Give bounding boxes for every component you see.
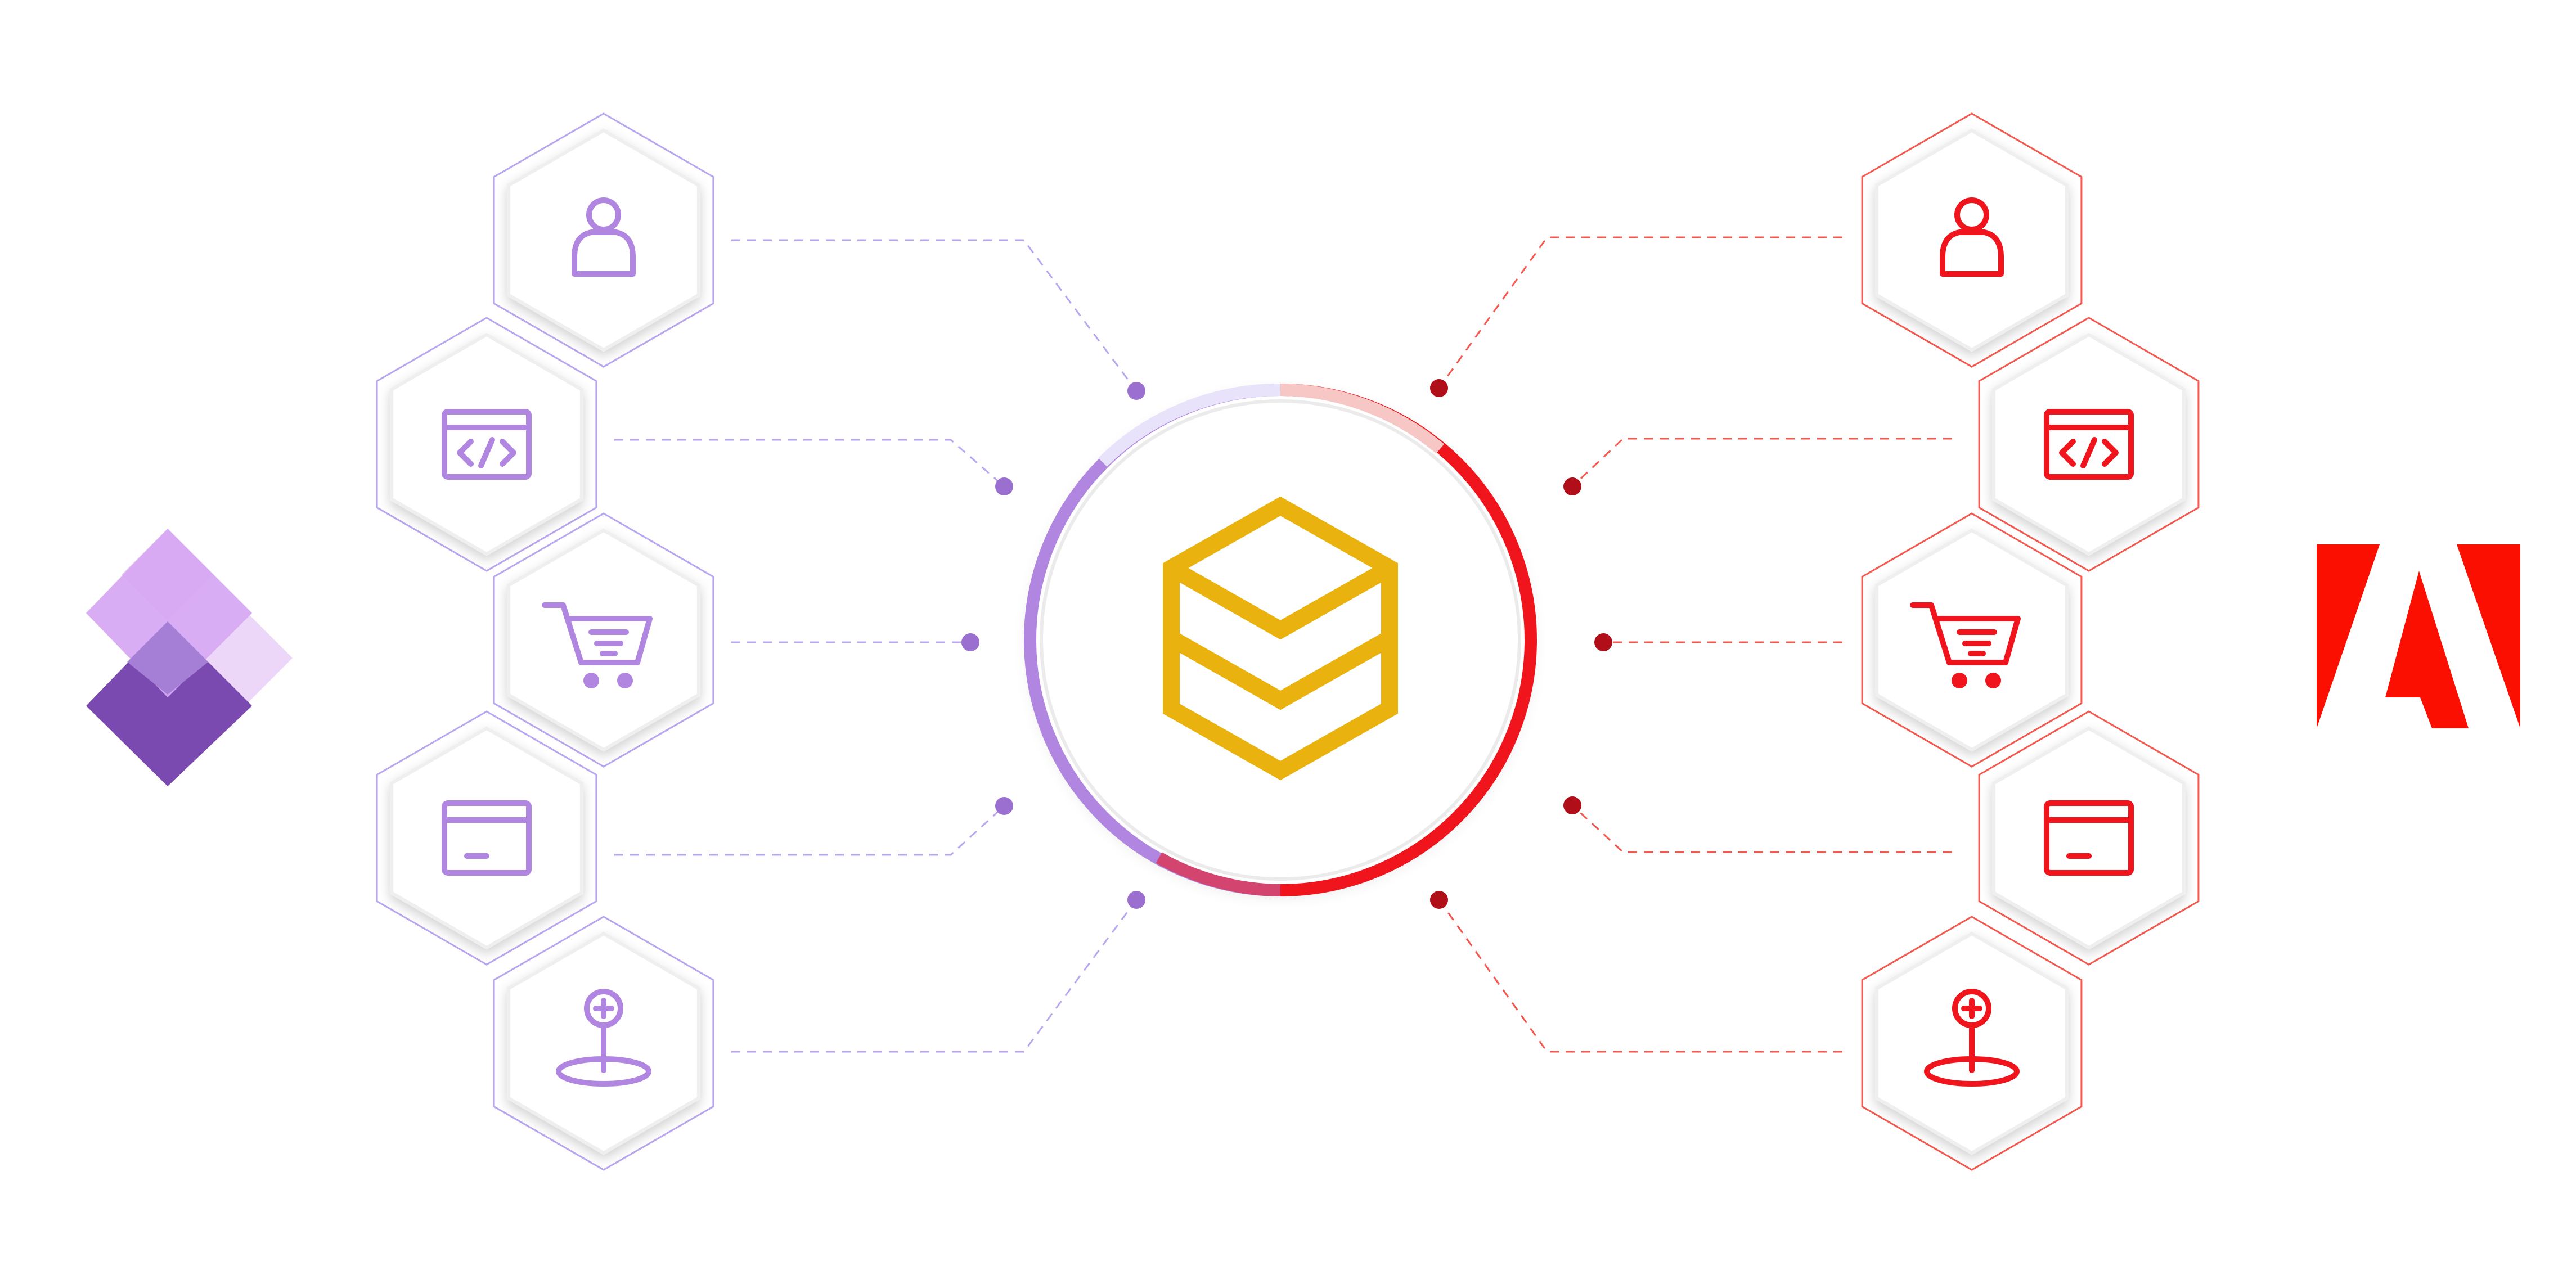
hex-node-cart: [507, 528, 700, 752]
hex-outline: [1978, 710, 2200, 966]
right-connector-line: [1438, 899, 1842, 1053]
window-icon: [442, 800, 532, 876]
power-apps-logo: [86, 529, 293, 786]
left-connector-dot: [1127, 891, 1145, 909]
hex-node-user: [507, 128, 700, 352]
hex-node-window: [1992, 726, 2186, 950]
right-connector-line: [1438, 236, 1842, 389]
hex-tile: [390, 332, 583, 556]
hub-ring-fade-left: [1098, 383, 1281, 467]
right-node-column: [1861, 112, 2200, 1171]
left-connector-dot: [961, 633, 979, 651]
hex-outline: [493, 112, 714, 368]
code-window-icon: [2044, 409, 2134, 480]
hex-node-location-pin: [507, 931, 700, 1155]
cart-icon: [1910, 602, 2021, 688]
hub-inner: [1040, 399, 1521, 881]
hex-outline: [493, 916, 714, 1171]
hex-tile: [507, 128, 700, 352]
right-connector-dot: [1430, 891, 1448, 909]
hex-node-cart: [1875, 528, 2069, 752]
hex-tile: [1992, 726, 2186, 950]
window-icon: [2044, 800, 2134, 876]
hex-tile: [390, 726, 583, 950]
connector-dots: [961, 379, 1612, 909]
left-node-column: [376, 112, 714, 1171]
hub-ring-blend: [1156, 852, 1281, 896]
hex-node-code-window: [390, 332, 583, 556]
hex-outline: [376, 317, 597, 572]
left-connector-dot: [1127, 382, 1145, 400]
hex-outline: [493, 512, 714, 768]
central-hub: [1024, 383, 1537, 896]
hex-outline: [1861, 112, 2083, 368]
cart-icon: [542, 602, 653, 688]
left-connector-line: [731, 239, 1138, 391]
hex-tile: [1875, 128, 2069, 352]
hex-outline: [1861, 512, 2083, 768]
right-connector-dot: [1594, 633, 1612, 651]
hex-tile: [1992, 332, 2186, 556]
hex-node-user: [1875, 128, 2069, 352]
right-connector-line: [1571, 438, 1952, 488]
hex-node-location-pin: [1875, 931, 2069, 1155]
hex-tile: [507, 528, 700, 752]
left-connector-line: [614, 805, 1005, 856]
right-connector-line: [1571, 804, 1952, 853]
left-connector-line: [731, 899, 1138, 1053]
hub-ring-fade-right: [1280, 384, 1445, 454]
right-connector-dot: [1563, 477, 1581, 495]
location-pin-icon: [1924, 989, 2020, 1087]
user-icon: [1940, 197, 2004, 277]
hex-outline: [1861, 916, 2083, 1171]
hex-outline: [1978, 317, 2200, 572]
location-pin-icon: [556, 989, 651, 1087]
connector-lines: [614, 236, 1952, 1053]
right-connector-dot: [1563, 796, 1581, 814]
left-connector-dot: [995, 477, 1013, 495]
user-icon: [572, 197, 636, 277]
hex-outline: [376, 710, 597, 966]
left-connector-line: [614, 439, 1005, 488]
adobe-logo: [2317, 544, 2520, 728]
hex-node-window: [390, 726, 583, 950]
right-connector-dot: [1430, 379, 1448, 397]
stacked-layers-icon: [1163, 496, 1398, 781]
hex-tile: [1875, 528, 2069, 752]
left-connector-dot: [995, 797, 1013, 815]
code-window-icon: [442, 409, 532, 480]
hex-node-code-window: [1992, 332, 2186, 556]
